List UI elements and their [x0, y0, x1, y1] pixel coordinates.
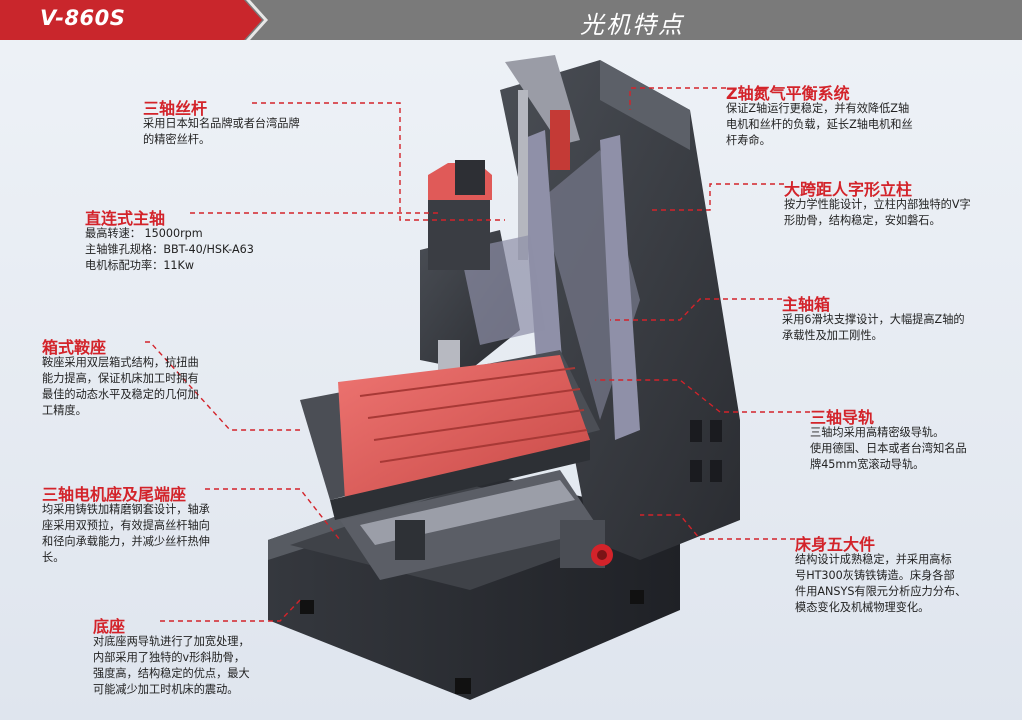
section-title: 光机特点 [580, 11, 684, 39]
callout-guideway-line: 三轴均采用高精密级导轨。 [810, 426, 945, 439]
callout-motor-seat-line: 座采用双预拉，有效提高丝杆轴向 [42, 519, 210, 532]
callout-base-line: 强度高，结构稳定的优点，最大 [93, 667, 250, 680]
work-table [300, 350, 600, 520]
callout-spindle-desc: 最高转速： 15000rpm 主轴锥孔规格：BBT-40/HSK-A63 电机标… [85, 226, 254, 274]
callout-guideway-line: 使用德国、日本或者台湾知名品 [810, 442, 967, 455]
callout-motor-seat-line: 长。 [42, 551, 65, 564]
y-axis-motor-seat [395, 520, 613, 568]
callout-saddle-line: 能力提高，保证机床加工时拥有 [42, 372, 199, 385]
callout-saddle-title: 箱式鞍座 [42, 338, 107, 357]
z-axis-nitrogen-cylinder [505, 55, 580, 260]
callout-ballscrew-line: 采用日本知名品牌或者台湾品牌 [143, 117, 300, 130]
callout-saddle-desc: 鞍座采用双层箱式结构，抗扭曲 能力提高，保证机床加工时拥有 最佳的动态水平及稳定… [42, 355, 199, 419]
callout-saddle-line: 鞍座采用双层箱式结构，抗扭曲 [42, 356, 199, 369]
callout-nitrogen-line: 电机和丝杆的负载，延长Z轴电机和丝 [726, 118, 913, 131]
callout-bed-line: 件用ANSYS有限元分析应力分布、 [795, 585, 967, 598]
callout-nitrogen-desc: 保证Z轴运行更稳定，并有效降低Z轴 电机和丝杆的负载，延长Z轴电机和丝 杆寿命。 [726, 101, 913, 149]
callout-bed-line: 结构设计成熟稳定，并采用高标 [795, 553, 952, 566]
machine-column [500, 60, 740, 560]
callout-motor-seat-desc: 均采用铸铁加精磨钢套设计，轴承 座采用双预拉，有效提高丝杆轴向 和径向承载能力，… [42, 502, 210, 566]
callout-guideway-line: 牌45mm宽滚动导轨。 [810, 458, 925, 471]
callout-saddle-line: 最佳的动态水平及稳定的几何加 [42, 388, 199, 401]
callout-spindle-line: 电机标配功率：11Kw [85, 259, 195, 272]
callout-guideway-desc: 三轴均采用高精密级导轨。 使用德国、日本或者台湾知名品 牌45mm宽滚动导轨。 [810, 425, 967, 473]
callout-column-desc: 按力学性能设计，立柱内部独特的V字 形肋骨，结构稳定，安如磐石。 [784, 197, 971, 229]
callout-column-title: 大跨距人字形立柱 [784, 180, 913, 199]
callout-base-title: 底座 [93, 617, 126, 636]
callout-spindle-line: 主轴锥孔规格：BBT-40/HSK-A63 [85, 243, 254, 256]
model-name: V-860S [40, 6, 126, 30]
callout-headstock-title: 主轴箱 [782, 295, 831, 314]
callout-spindle-title: 直连式主轴 [85, 209, 166, 228]
callout-headstock-line: 采用6滑块支撑设计，大幅提高Z轴的 [782, 313, 965, 326]
callout-base-line: 对底座两导轨进行了加宽处理， [93, 635, 250, 648]
callout-ballscrew-desc: 采用日本知名品牌或者台湾品牌 的精密丝杆。 [143, 116, 300, 148]
callout-nitrogen-title: Z轴氮气平衡系统 [726, 84, 850, 103]
callout-ballscrew-line: 的精密丝杆。 [143, 133, 211, 146]
callout-headstock-line: 承载性及加工刚性。 [782, 329, 883, 342]
callout-ballscrew-title: 三轴丝杆 [143, 99, 208, 118]
model-tab [0, 0, 262, 40]
callout-column-line: 按力学性能设计，立柱内部独特的V字 [784, 198, 971, 211]
callout-guideway-title: 三轴导轨 [810, 408, 875, 427]
callout-saddle-line: 工精度。 [42, 404, 87, 417]
callout-spindle-line: 最高转速： 15000rpm [85, 227, 203, 240]
callout-base-line: 内部采用了独特的v形斜肋骨， [93, 651, 246, 664]
callout-bed-line: 号HT300灰铸铁铸造。床身各部 [795, 569, 955, 582]
callout-base-line: 可能减少加工时机床的震动。 [93, 683, 239, 696]
callout-nitrogen-line: 保证Z轴运行更稳定，并有效降低Z轴 [726, 102, 910, 115]
callout-motor-seat-title: 三轴电机座及尾端座 [42, 485, 187, 504]
leader-lines [145, 87, 810, 622]
callout-motor-seat-line: 均采用铸铁加精磨钢套设计，轴承 [42, 503, 210, 516]
callout-base-desc: 对底座两导轨进行了加宽处理， 内部采用了独特的v形斜肋骨， 强度高，结构稳定的优… [93, 634, 250, 698]
callout-headstock-desc: 采用6滑块支撑设计，大幅提高Z轴的 承载性及加工刚性。 [782, 312, 965, 344]
callout-bed-line: 模态变化及机械物理变化。 [795, 601, 930, 614]
callout-motor-seat-line: 和径向承载能力，并减少丝杆热伸 [42, 535, 210, 548]
callout-column-line: 形肋骨，结构稳定，安如磐石。 [784, 214, 941, 227]
callout-bed-desc: 结构设计成熟稳定，并采用高标 号HT300灰铸铁铸造。床身各部 件用ANSYS有… [795, 552, 966, 616]
callout-nitrogen-line: 杆寿命。 [726, 134, 771, 147]
callout-bed-title: 床身五大件 [795, 535, 876, 554]
